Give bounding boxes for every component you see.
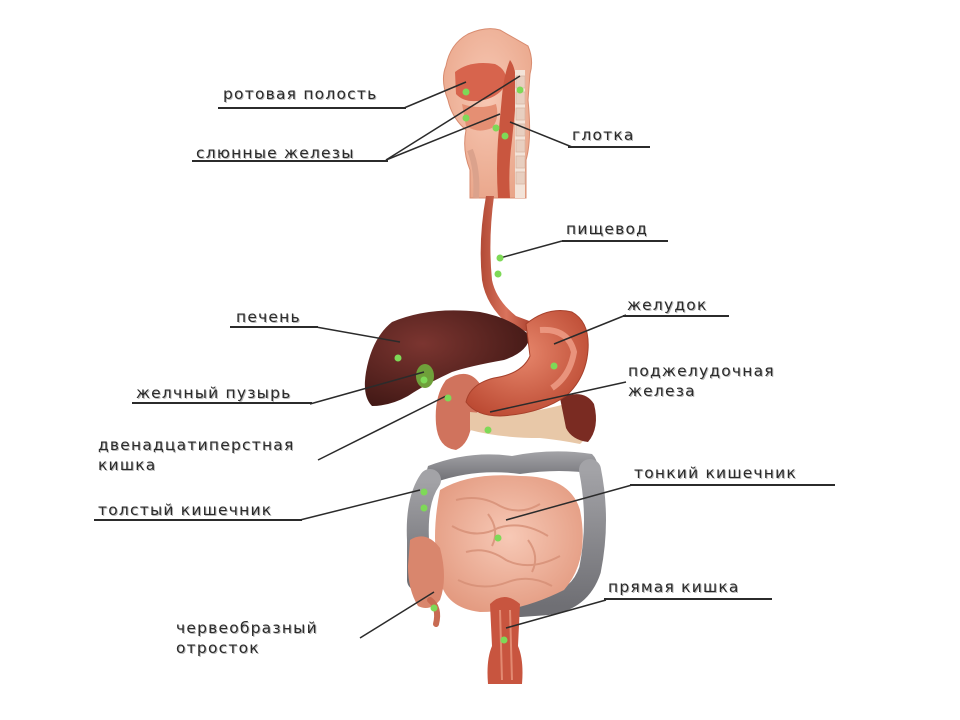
label-gallbladder-underline bbox=[132, 402, 312, 404]
liver-shape bbox=[364, 310, 530, 406]
label-salivary-glands-underline bbox=[192, 160, 388, 162]
label-stomach: желудок bbox=[627, 296, 708, 314]
leader-lines bbox=[299, 75, 633, 639]
esophagus-shape bbox=[480, 196, 532, 332]
duodenum-shape bbox=[435, 373, 482, 450]
label-esophagus: пищевод bbox=[566, 220, 649, 238]
label-oral-cavity: ротовая полость bbox=[223, 85, 378, 103]
label-gallbladder: желчный пузырь bbox=[136, 384, 292, 402]
label-appendix-line1: червеобразный bbox=[176, 619, 318, 637]
label-appendix-line2: отросток bbox=[176, 639, 260, 657]
label-duodenum-line1: двенадцатиперстная bbox=[98, 436, 295, 454]
label-stomach-underline bbox=[623, 315, 729, 317]
label-rectum-underline bbox=[604, 598, 772, 600]
marker-dots bbox=[394, 86, 558, 644]
label-salivary-glands: слюнные железы bbox=[196, 144, 355, 162]
label-pancreas-line1: поджелудочная bbox=[628, 362, 775, 380]
label-duodenum-line2: кишка bbox=[98, 456, 157, 474]
label-esophagus-underline bbox=[562, 240, 668, 242]
label-liver-underline bbox=[230, 326, 318, 328]
label-small-intestine-underline bbox=[630, 484, 835, 486]
appendix-shape bbox=[427, 597, 441, 627]
label-pharynx: глотка bbox=[572, 126, 635, 144]
label-liver: печень bbox=[236, 308, 301, 326]
label-pharynx-underline bbox=[568, 146, 650, 148]
label-large-intestine: толстый кишечник bbox=[98, 501, 273, 519]
gallbladder-shape bbox=[416, 364, 434, 388]
head-section bbox=[442, 28, 533, 199]
label-oral-cavity-underline bbox=[218, 107, 406, 109]
transverse-colon-shape bbox=[427, 451, 598, 482]
label-pancreas-line2: железа bbox=[628, 382, 696, 400]
label-small-intestine: тонкий кишечник bbox=[634, 464, 797, 482]
label-rectum: прямая кишка bbox=[608, 578, 740, 596]
label-large-intestine-underline bbox=[94, 519, 302, 521]
small-intestine-shape bbox=[435, 475, 583, 612]
stomach-shape bbox=[465, 310, 589, 417]
cecum-shape bbox=[408, 536, 444, 608]
